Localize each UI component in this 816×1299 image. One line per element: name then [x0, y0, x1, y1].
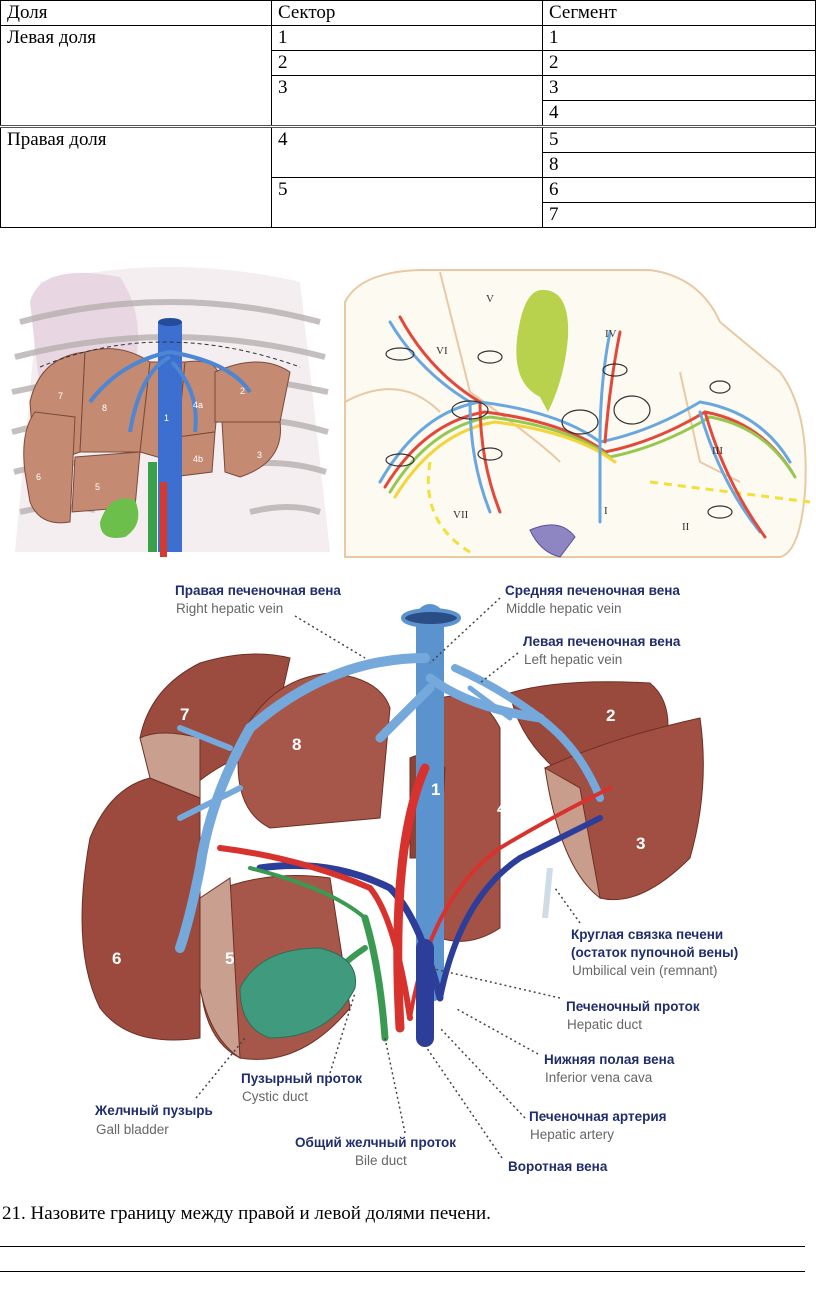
answer-line[interactable]: [0, 1246, 805, 1247]
svg-text:Общий желчный проток: Общий желчный проток: [295, 1135, 456, 1150]
segment-3-label: 3: [257, 450, 262, 460]
label-right-hepatic-vein: Правая печеночная вена Right hepatic vei…: [175, 583, 341, 616]
svg-text:Желчный пузырь: Желчный пузырь: [94, 1103, 213, 1118]
label-inferior-vena-cava: Нижняя полая вена Inferior vena cava: [544, 1052, 675, 1085]
header-sector: Сектор: [272, 1, 543, 26]
segment-4b-label: 4b: [193, 454, 203, 464]
label-gall-bladder: Желчный пузырь Gall bladder: [94, 1103, 213, 1137]
top-anatomy-figures: 7 8 1 4a 2 6 4b 3 5: [0, 262, 816, 562]
segment-8-number: 8: [292, 735, 301, 754]
cell-segment: 4: [543, 101, 816, 127]
svg-text:Пузырный проток: Пузырный проток: [241, 1071, 362, 1086]
segment-VII-label: VII: [453, 509, 469, 521]
svg-text:Gall bladder: Gall bladder: [96, 1122, 169, 1137]
question-text: 21. Назовите границу между правой и лево…: [2, 1203, 491, 1225]
segment-2-number: 2: [606, 706, 615, 725]
svg-text:Круглая связка печени: Круглая связка печени: [571, 927, 723, 942]
segment-I-label: I: [604, 505, 608, 517]
cell-segment: 3: [543, 76, 816, 101]
segment-4-number: 4: [497, 799, 507, 818]
label-hepatic-duct: Печеночный проток Hepatic duct: [566, 999, 700, 1032]
svg-text:Средняя печеночная вена: Средняя печеночная вена: [505, 583, 680, 598]
svg-text:Левая печеночная вена: Левая печеночная вена: [523, 634, 681, 649]
cell-lobe: Левая доля: [1, 26, 272, 127]
segment-2-label: 2: [240, 386, 245, 396]
label-hepatic-artery: Печеночная артерия Hepatic artery: [529, 1109, 667, 1142]
table-row: Левая доля 1 1: [1, 26, 816, 51]
svg-text:Печеночная артерия: Печеночная артерия: [529, 1109, 667, 1124]
segment-IV-label: IV: [605, 328, 617, 340]
cell-segment: 6: [543, 178, 816, 203]
cell-lobe: Правая доля: [1, 127, 272, 228]
segment-5-number: 5: [225, 949, 234, 968]
svg-text:Left hepatic vein: Left hepatic vein: [524, 652, 622, 667]
cell-segment: 1: [543, 26, 816, 51]
cell-segment: 8: [543, 153, 816, 178]
svg-text:Воротная вена: Воротная вена: [508, 1159, 608, 1174]
segment-VI-label: VI: [436, 345, 448, 357]
table-header-row: Доля Сектор Сегмент: [1, 1, 816, 26]
segment-1-label: 1: [164, 413, 169, 423]
segment-7-label: 7: [58, 391, 63, 401]
liver-ribcage-illustration: 7 8 1 4a 2 6 4b 3 5: [10, 267, 330, 557]
segment-1-number: 1: [431, 780, 440, 799]
segment-III-label: III: [712, 445, 723, 457]
segment-V-label: V: [486, 293, 494, 305]
label-middle-hepatic-vein: Средняя печеночная вена Middle hepatic v…: [505, 583, 680, 616]
segment-6-label: 6: [36, 472, 41, 482]
label-portal-vein: Воротная вена: [508, 1159, 608, 1174]
svg-text:Inferior vena cava: Inferior vena cava: [545, 1070, 653, 1085]
svg-text:Правая печеночная вена: Правая печеночная вена: [175, 583, 341, 598]
header-segment: Сегмент: [543, 1, 816, 26]
answer-line[interactable]: [0, 1271, 805, 1272]
svg-text:Hepatic artery: Hepatic artery: [530, 1127, 614, 1142]
cell-sector: 4: [272, 127, 543, 178]
label-cystic-duct: Пузырный проток Cystic duct: [241, 1071, 362, 1104]
liver-segments-illustration: 7 8 1 4 2 3 6 5: [82, 610, 703, 1059]
segment-6-number: 6: [112, 949, 121, 968]
svg-text:Cystic duct: Cystic duct: [242, 1089, 308, 1104]
segment-4a-label: 4a: [193, 400, 203, 410]
header-lobe: Доля: [1, 1, 272, 26]
segment-II-label: II: [682, 521, 690, 533]
segment-8-label: 8: [102, 403, 107, 413]
segment-5-label: 5: [95, 482, 100, 492]
label-umbilical-vein: Круглая связка печени (остаток пупочной …: [571, 927, 738, 978]
svg-text:Umbilical vein (remnant): Umbilical vein (remnant): [572, 963, 718, 978]
segment-7-number: 7: [180, 705, 189, 724]
table-row: Правая доля 4 5: [1, 127, 816, 153]
liver-segments-schematic: V IV VI III VII I II: [345, 270, 810, 557]
cell-segment: 5: [543, 127, 816, 153]
svg-text:Middle hepatic vein: Middle hepatic vein: [506, 601, 622, 616]
label-left-hepatic-vein: Левая печеночная вена Left hepatic vein: [523, 634, 681, 667]
cell-sector: 5: [272, 178, 543, 228]
cell-sector: 3: [272, 76, 543, 127]
cell-sector: 2: [272, 51, 543, 76]
label-bile-duct: Общий желчный проток Bile duct: [295, 1135, 456, 1168]
cell-segment: 7: [543, 203, 816, 228]
cell-segment: 2: [543, 51, 816, 76]
svg-text:Bile duct: Bile duct: [355, 1153, 407, 1168]
svg-text:Печеночный проток: Печеночный проток: [566, 999, 700, 1014]
svg-text:Нижняя полая вена: Нижняя полая вена: [544, 1052, 675, 1067]
svg-text:Right hepatic vein: Right hepatic vein: [176, 601, 283, 616]
svg-text:Hepatic duct: Hepatic duct: [567, 1017, 642, 1032]
svg-text:(остаток пупочной вены): (остаток пупочной вены): [571, 945, 738, 960]
main-liver-segments-figure: 7 8 1 4 2 3 6 5 Правая печеночная вена R…: [0, 568, 816, 1188]
cell-sector: 1: [272, 26, 543, 51]
lobe-sector-segment-table: Доля Сектор Сегмент Левая доля 1 1 2 2 3…: [0, 0, 816, 228]
segment-3-number: 3: [636, 834, 645, 853]
